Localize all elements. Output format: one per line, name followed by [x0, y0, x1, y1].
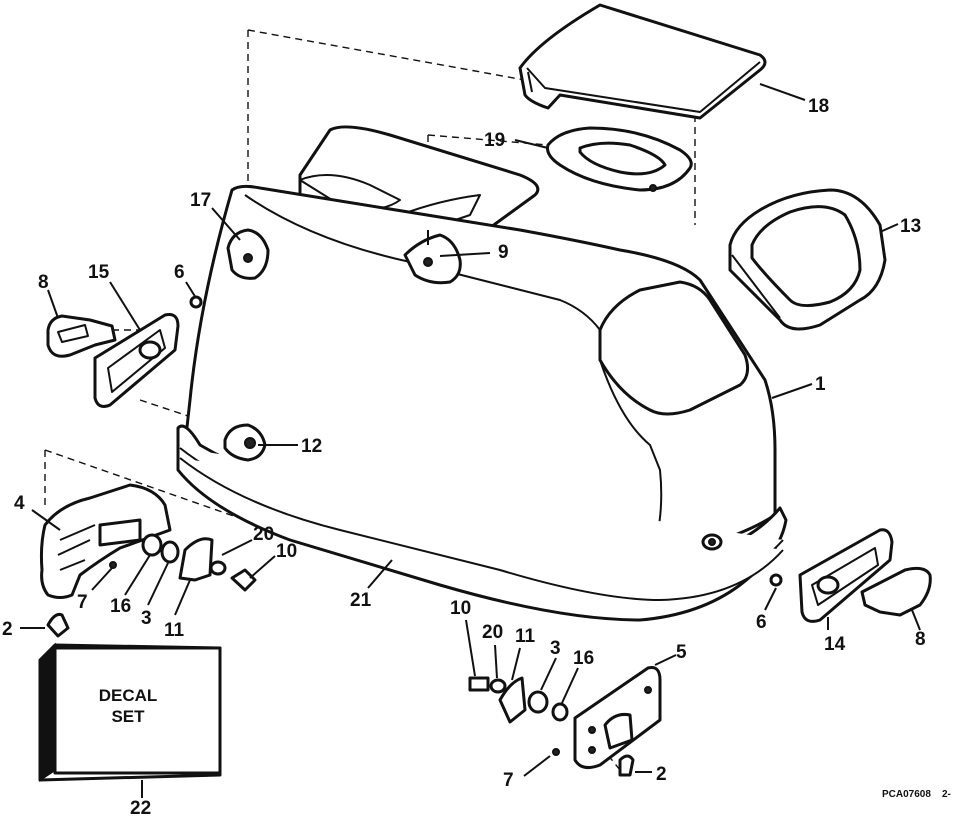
mount-bracket-right	[798, 528, 894, 623]
callout-9: 9	[498, 242, 509, 263]
latch-handle-left	[46, 314, 117, 358]
callout-10-right: 10	[450, 598, 471, 619]
decal-label-line1: DECAL	[99, 686, 158, 705]
callout-1: 1	[815, 374, 826, 395]
callout-8-right: 8	[915, 629, 926, 650]
callout-17: 17	[190, 190, 211, 211]
grommet-12	[223, 423, 267, 462]
small-screw-left	[189, 295, 203, 309]
callout-3-right: 3	[550, 638, 561, 659]
callout-16-right: 16	[573, 648, 594, 669]
callout-6-right: 6	[756, 612, 767, 633]
latch-bracket-4	[39, 483, 172, 599]
callout-20-left: 20	[253, 524, 274, 545]
engine-cover	[176, 125, 788, 622]
callout-5: 5	[676, 642, 687, 663]
decal-label-line2: SET	[111, 707, 145, 726]
latch-handle-right	[860, 566, 932, 617]
callout-7-left: 7	[77, 592, 88, 613]
leader-lines	[20, 83, 921, 798]
callout-11-right: 11	[515, 626, 536, 647]
callout-10-left: 10	[276, 541, 297, 562]
knob-plate-9	[403, 230, 462, 285]
callout-16-left: 16	[110, 596, 131, 617]
callout-18: 18	[808, 96, 829, 117]
small-screw-right	[769, 573, 783, 587]
callout-7-right: 7	[503, 770, 514, 791]
callout-15: 15	[88, 262, 110, 283]
callout-12: 12	[301, 436, 322, 457]
latch-bracket-5	[573, 666, 662, 770]
callout-labels: 18 19 13 17 9 8 15 6 1 12 4 20 10 7 16 3…	[2, 96, 926, 816]
callout-3-left: 3	[141, 608, 152, 629]
callout-2-right: 2	[656, 764, 667, 785]
top-cover-cap	[518, 3, 767, 120]
callout-22: 22	[130, 798, 151, 816]
decal-set-box	[38, 642, 222, 782]
callout-19: 19	[484, 130, 505, 151]
callout-6-left: 6	[174, 262, 185, 283]
hardware-right	[468, 676, 635, 777]
hardware-left	[46, 533, 257, 638]
mount-bracket-left	[93, 313, 180, 408]
drawing-code: PCA07608	[882, 789, 931, 800]
callout-14: 14	[824, 634, 846, 655]
callout-13: 13	[900, 216, 921, 237]
callout-20-right: 20	[482, 622, 503, 643]
callout-2-left: 2	[2, 619, 13, 640]
vent-seal	[546, 126, 693, 192]
sheet-suffix: 2-	[942, 789, 951, 800]
callout-4: 4	[14, 493, 25, 514]
callout-8-left: 8	[38, 272, 49, 293]
callout-11-left: 11	[164, 620, 185, 641]
window-trim	[728, 188, 887, 331]
knob-plate-17	[226, 228, 270, 280]
callout-21: 21	[350, 590, 372, 611]
